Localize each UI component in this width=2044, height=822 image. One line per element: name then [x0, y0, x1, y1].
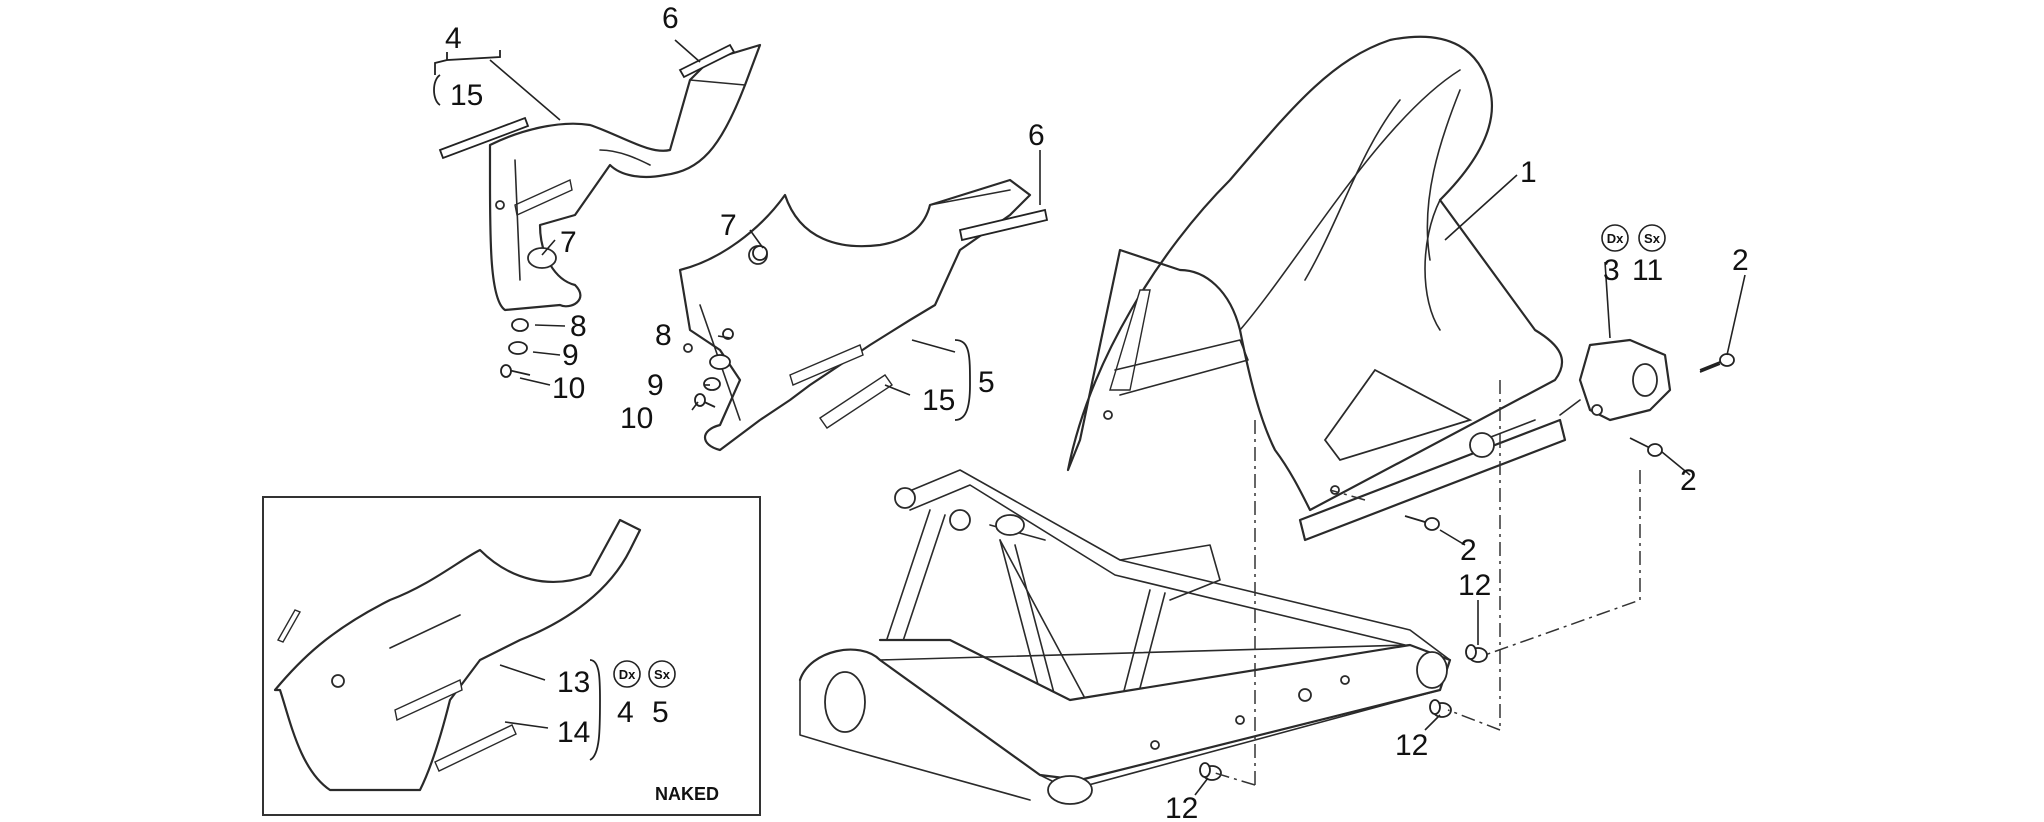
- callout-15-mid: 15: [922, 384, 955, 417]
- screw-part-2-b: [1629, 437, 1663, 457]
- callout-2-c: 2: [1460, 534, 1477, 567]
- rubber-strip-part-15-mid: [819, 374, 893, 429]
- side-cover-part-4: [488, 43, 762, 312]
- callout-13: 13: [557, 666, 590, 699]
- svg-text:Sx: Sx: [1644, 231, 1661, 246]
- svg-text:Dx: Dx: [619, 667, 636, 682]
- rubber-strip-part-6-mid: [958, 208, 1049, 242]
- leader-lines: [489, 39, 1746, 796]
- callout-4-inset: 4: [617, 696, 634, 729]
- rear-subframe: [798, 469, 1452, 805]
- callout-4-top: 4: [445, 22, 462, 55]
- callout-12-a: 12: [1458, 569, 1491, 602]
- grommet-part-12-b: [1429, 699, 1452, 718]
- callout-3: 3: [1603, 254, 1620, 287]
- rubber-strip-part-15-top: [438, 116, 530, 160]
- callout-1: 1: [1520, 156, 1537, 189]
- badge-sx-main: Sx: [1638, 224, 1666, 252]
- badge-sx-inset: Sx: [648, 660, 676, 688]
- callout-7-top: 7: [560, 226, 577, 259]
- callout-15-top: 15: [450, 79, 483, 112]
- badge-dx-main: Dx: [1601, 224, 1629, 252]
- grommet-part-12-c: [1199, 762, 1222, 781]
- callout-numbers: 1 2 2 2 3 11 12 12 12 4 15 6 7 8 9 10 6 …: [445, 2, 1749, 822]
- svg-text:Dx: Dx: [1607, 231, 1624, 246]
- grouping-braces: [433, 50, 971, 761]
- mounting-bracket-part-3-11: [1559, 338, 1672, 422]
- grommet-part-7-mid: [752, 245, 768, 261]
- inset-label-naked: NAKED: [655, 784, 719, 804]
- callout-11: 11: [1632, 254, 1663, 287]
- callout-5-mid: 5: [978, 366, 995, 399]
- callout-10-mid: 10: [620, 402, 653, 435]
- grommet-part-12-a: [1465, 644, 1488, 663]
- callout-9-mid: 9: [647, 369, 664, 402]
- callout-7-mid: 7: [720, 209, 737, 242]
- screw-part-2-a: [1699, 353, 1735, 373]
- fastener-stack-top: [500, 318, 531, 378]
- screw-part-2-c: [1404, 515, 1440, 531]
- callout-12-b: 12: [1395, 729, 1428, 762]
- callout-6-top: 6: [662, 2, 679, 35]
- inset-naked-panel: [262, 496, 761, 816]
- callout-8-mid: 8: [655, 319, 672, 352]
- svg-text:Sx: Sx: [654, 667, 671, 682]
- rear-fairing-part-1: [1066, 35, 1567, 542]
- assembly-guide-lines: [1214, 380, 1641, 786]
- callout-10-top: 10: [552, 372, 585, 405]
- callout-5-inset: 5: [652, 696, 669, 729]
- callout-6-mid: 6: [1028, 119, 1045, 152]
- callout-14: 14: [557, 716, 590, 749]
- badge-dx-inset: Dx: [613, 660, 641, 688]
- callout-9-top: 9: [562, 339, 579, 372]
- callout-2-a: 2: [1732, 244, 1749, 277]
- fastener-stack-mid: [694, 328, 734, 408]
- rubber-strip-part-6-top: [678, 43, 736, 79]
- callout-2-b: 2: [1680, 464, 1697, 497]
- callout-8-top: 8: [570, 310, 587, 343]
- callout-12-c: 12: [1165, 792, 1198, 822]
